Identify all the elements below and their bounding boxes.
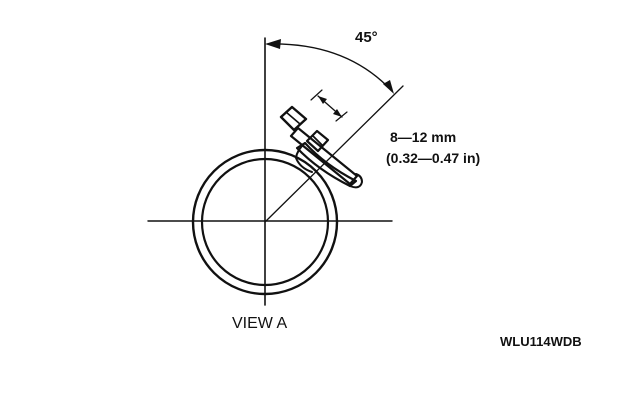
angle-dimension-arc (265, 39, 394, 94)
screw-housing (305, 129, 330, 153)
center-lines (147, 37, 393, 306)
angle-arc (267, 43, 393, 92)
hose-cross-section (191, 148, 339, 296)
extension-line-1 (310, 89, 323, 101)
hose-inner-wall (200, 157, 330, 287)
hose-outer-wall (191, 148, 339, 296)
dimension-arrow-2 (333, 109, 342, 117)
dimension-arrow-1 (318, 96, 327, 104)
view-label: VIEW A (232, 315, 287, 332)
arc-arrowhead-start (265, 39, 281, 49)
clamp-distance-dimension (310, 89, 348, 122)
clamp-screw (279, 105, 359, 186)
screw-shank (289, 126, 359, 186)
angle-reference-line (264, 85, 404, 223)
clamp-band-outer (295, 141, 358, 188)
arc-arrowhead-end (383, 80, 394, 94)
screw-head (279, 105, 308, 132)
screw-housing-back (312, 135, 323, 146)
clamp-band-end (349, 173, 363, 189)
figure-code: WLU114WDB (500, 334, 582, 349)
screw-head-slot (285, 111, 301, 125)
clamp-band-lip (295, 142, 313, 173)
clamp-band (295, 141, 363, 189)
angle-label: 45° (355, 29, 378, 46)
dimension-mm-label: 8—12 mm (390, 129, 456, 145)
dimension-in-label: (0.32—0.47 in) (386, 150, 480, 166)
